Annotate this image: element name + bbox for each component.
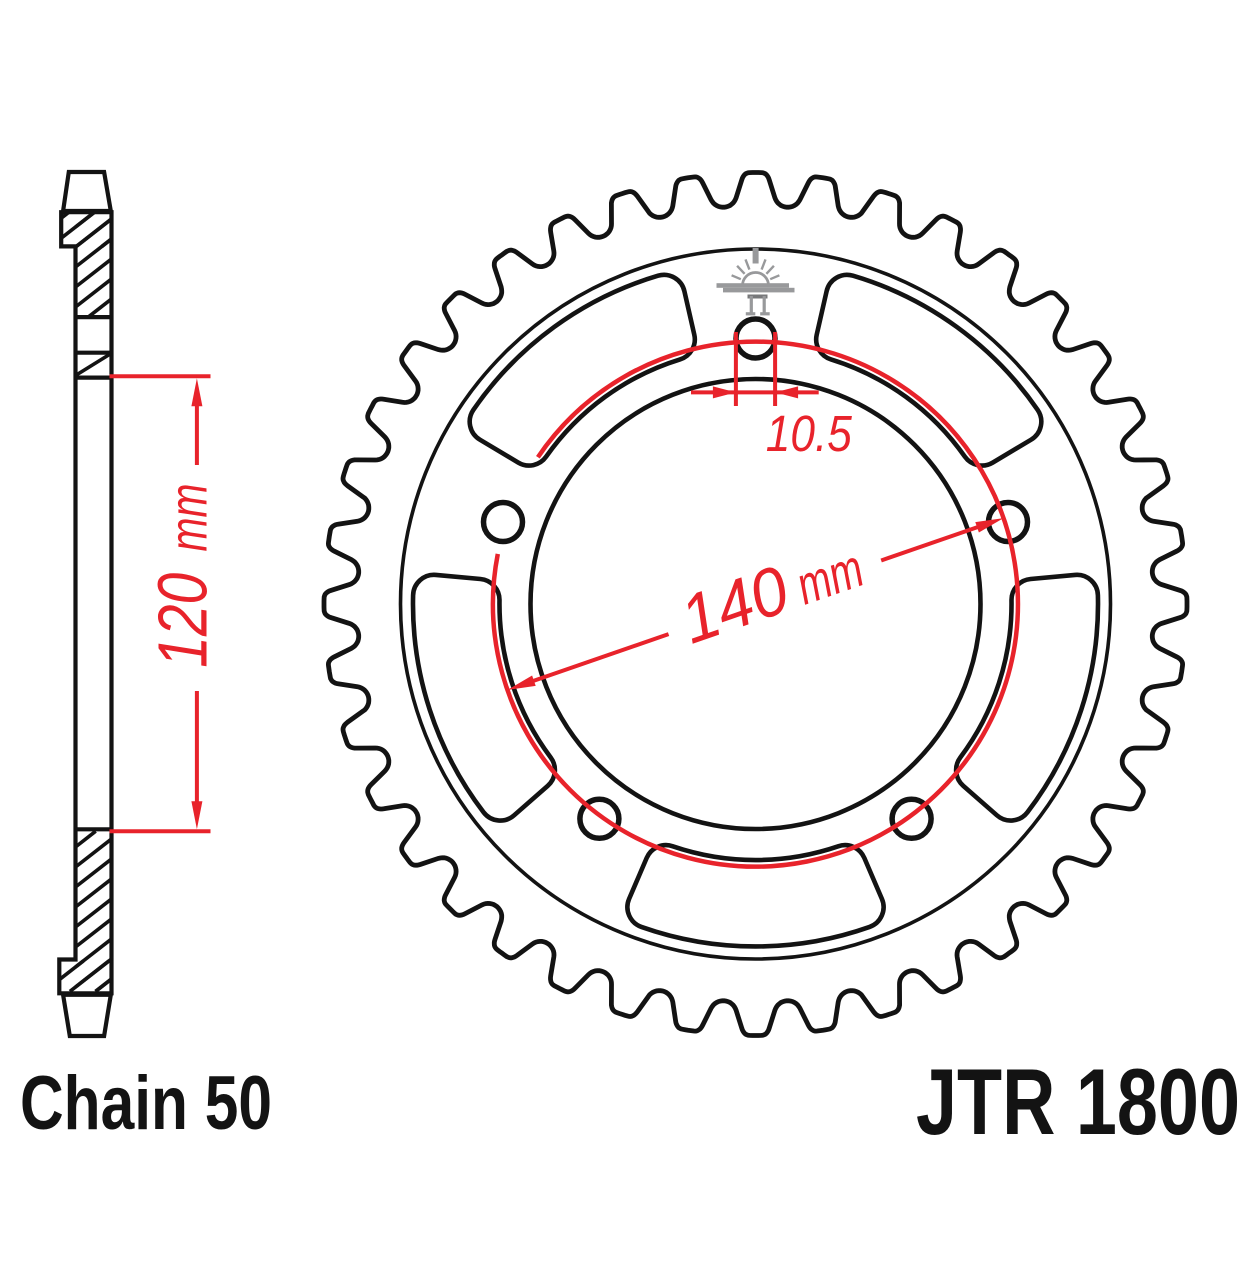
svg-text:10.5: 10.5 <box>766 405 853 462</box>
svg-text:JTR 1800: JTR 1800 <box>916 1049 1240 1154</box>
svg-text:Chain 50: Chain 50 <box>20 1061 272 1146</box>
svg-text:mm: mm <box>160 484 219 552</box>
svg-text:140: 140 <box>671 551 798 658</box>
svg-text:120: 120 <box>144 573 222 668</box>
svg-text:mm: mm <box>789 538 871 616</box>
